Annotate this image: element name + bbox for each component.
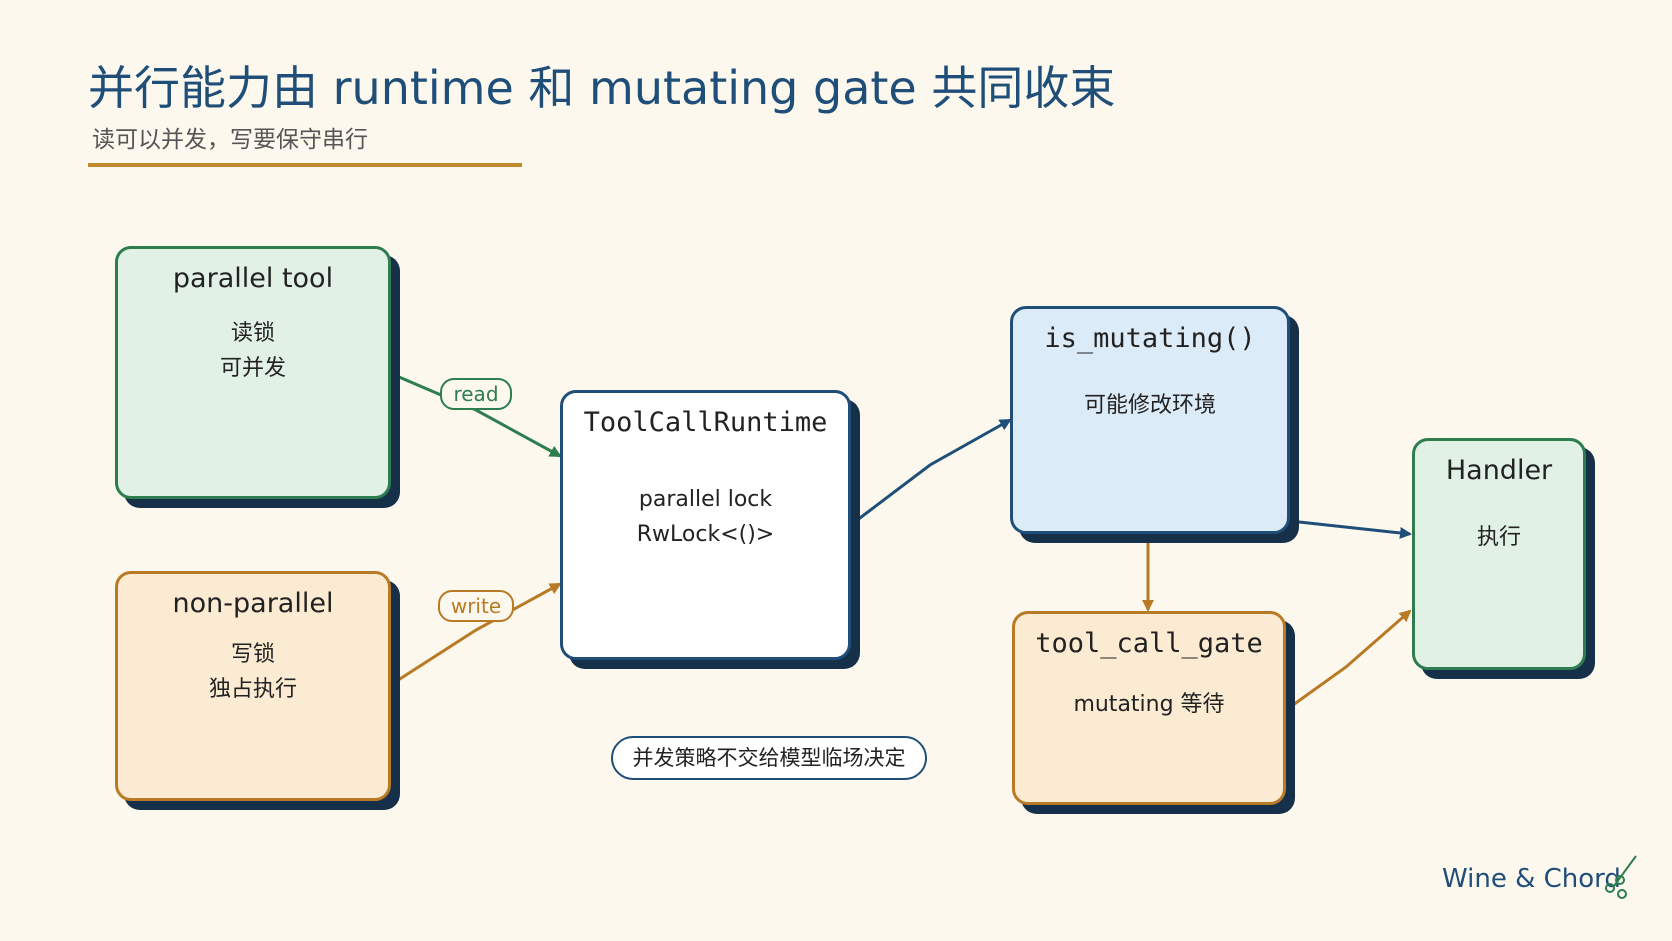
edge-runtime-to-ismutating [851,418,1012,526]
edge-parallel-to-runtime [391,372,562,458]
tool-call-runtime-node: ToolCallRuntime parallel lock RwLock<()> [560,390,851,660]
edge-ismutating-to-handler [1289,519,1412,539]
brand-name: Wine & Chord [1442,864,1621,894]
node-line: mutating 等待 [1073,692,1225,717]
handler-node: Handler 执行 [1412,438,1586,670]
chord-notes-icon [1605,855,1637,899]
node-title: ToolCallRuntime [583,407,828,438]
is-mutating-node: is_mutating() 可能修改环境 [1010,306,1290,534]
parallel-tool-node: parallel tool 读锁 可并发 [115,246,391,499]
node-line: 可能修改环境 [1083,393,1216,418]
node-title: is_mutating() [1044,323,1256,354]
edge-nonparallel-to-runtime [391,582,562,686]
edge-label-write: write [438,590,514,622]
edge-label-read: read [440,378,512,410]
node-title: tool_call_gate [1035,628,1263,659]
page-title: 并行能力由 runtime 和 mutating gate 共同收束 [88,61,1116,115]
policy-note: 并发策略不交给模型临场决定 [611,736,927,780]
node-title: parallel tool [172,263,334,294]
node-line: parallel lock [638,487,773,512]
page-subtitle: 读可以并发，写要保守串行 [92,127,368,153]
node-line: 独占执行 [208,677,297,702]
node-title: non-parallel [172,588,334,619]
node-line: RwLock<()> [636,522,775,547]
tool-call-gate-node: tool_call_gate mutating 等待 [1012,611,1286,805]
node-line: 执行 [1476,525,1521,550]
node-line: 读锁 [230,321,275,346]
title-underline [88,163,522,167]
node-title: Handler [1445,455,1553,486]
node-line: 写锁 [230,642,275,667]
node-line: 可并发 [219,356,286,381]
brand-wordmark: Wine & Chord [1442,864,1621,894]
edge-gate-to-handler [1285,609,1412,712]
non-parallel-node: non-parallel 写锁 独占执行 [115,571,391,801]
